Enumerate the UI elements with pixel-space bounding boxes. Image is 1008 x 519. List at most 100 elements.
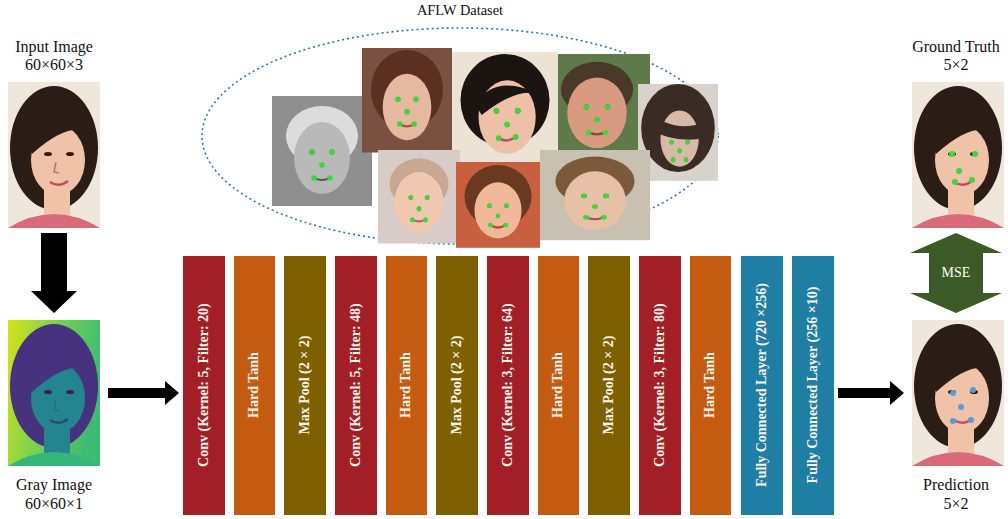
face-photo-part bbox=[383, 74, 432, 141]
input-photo-part bbox=[50, 181, 68, 185]
face-photo-part bbox=[396, 97, 401, 102]
face-photo-part bbox=[412, 121, 417, 127]
tanh-layer: Hard Tanh bbox=[690, 256, 731, 515]
image-node: Input Image 60×60×3 bbox=[4, 38, 104, 228]
gray-photo-part bbox=[8, 320, 100, 466]
dataset-group: AFLW Dataset bbox=[200, 0, 720, 250]
layer-label: Fully Connected Layer (256 ×10) bbox=[805, 263, 821, 508]
face-photo-part bbox=[515, 108, 520, 113]
layer-label: Hard Tanh bbox=[550, 263, 566, 508]
face-photo-part bbox=[475, 86, 539, 115]
face-photo-part bbox=[414, 97, 419, 102]
face-photo-part bbox=[515, 108, 521, 114]
conv-layer: Conv (Kernel: 3, Filter: 80) bbox=[639, 256, 681, 515]
face-photo-part bbox=[294, 122, 350, 194]
gray-photo-part bbox=[44, 390, 52, 394]
image-caption: Prediction 5×2 bbox=[910, 476, 1002, 513]
face-photo-part bbox=[686, 140, 690, 144]
face-photo-part bbox=[474, 182, 521, 238]
gray-photo-part bbox=[50, 419, 68, 423]
face-photo-part bbox=[311, 175, 317, 181]
ground-truth-photo-part bbox=[912, 82, 1004, 228]
face-photo-part bbox=[309, 149, 315, 155]
face-photo-part bbox=[544, 54, 650, 162]
face-photo-part bbox=[603, 194, 609, 198]
prediction-photo bbox=[912, 320, 1004, 466]
prediction-photo-part bbox=[932, 362, 992, 392]
gray-photo-part bbox=[10, 324, 98, 448]
face-photo bbox=[272, 96, 372, 206]
prediction-photo-part bbox=[958, 404, 964, 410]
layer-label: Hard Tanh bbox=[702, 263, 718, 508]
conv-layer: Conv (Kernel: 5, Filter: 20) bbox=[183, 256, 225, 515]
tanh-layer: Hard Tanh bbox=[538, 256, 579, 515]
ground-truth-photo-part bbox=[932, 124, 992, 154]
prediction-photo-part bbox=[970, 387, 976, 393]
face-photo-part bbox=[583, 104, 589, 109]
input-photo-part bbox=[54, 162, 59, 173]
flow-arrow bbox=[31, 233, 77, 313]
face-photo-part bbox=[513, 134, 519, 140]
face-photo-part bbox=[603, 130, 609, 135]
gray-photo bbox=[8, 320, 100, 466]
tanh-layer: Hard Tanh bbox=[234, 256, 275, 515]
layer-label: Max Pool (2 × 2) bbox=[297, 263, 313, 508]
face-photo-part bbox=[504, 204, 508, 208]
face-photo-part bbox=[404, 109, 409, 115]
prediction-photo-part bbox=[914, 324, 1002, 448]
conv-layer: Conv (Kernel: 5, Filter: 48) bbox=[335, 256, 377, 515]
face-photo-part bbox=[362, 48, 452, 153]
image-node: Ground Truth 5×2 bbox=[908, 38, 1004, 228]
gray-photo-part bbox=[28, 362, 88, 392]
face-photo-part bbox=[378, 150, 460, 244]
face-photo-part bbox=[586, 130, 592, 135]
tanh-layer: Hard Tanh bbox=[386, 256, 427, 515]
layer-label: Hard Tanh bbox=[246, 263, 262, 508]
face-photo-part bbox=[605, 104, 611, 109]
ground-truth-photo-part bbox=[970, 152, 978, 156]
face-photo-part bbox=[494, 108, 499, 113]
face-photo-part bbox=[685, 139, 690, 144]
input-photo-part bbox=[8, 214, 100, 228]
fc-layer: Fully Connected Layer (720 ×256) bbox=[741, 256, 783, 515]
ground-truth-photo-part bbox=[914, 86, 1002, 210]
edge-label-holder: MSE bbox=[942, 265, 971, 280]
edge-label: MSE bbox=[942, 265, 971, 280]
layer-label: Hard Tanh bbox=[398, 263, 414, 508]
face-photo-part bbox=[329, 149, 335, 155]
layer-label: Conv (Kernel: 3, Filter: 64) bbox=[500, 263, 516, 508]
face-photo-part bbox=[413, 96, 418, 102]
face-photo-part bbox=[319, 162, 325, 168]
face-photo-part bbox=[423, 217, 428, 222]
face-photo-part bbox=[496, 135, 502, 141]
prediction-photo-part bbox=[912, 320, 1004, 466]
image-node: Gray Image 60×60×1 bbox=[4, 318, 104, 514]
face-photo-part bbox=[417, 206, 422, 211]
face-photo-part bbox=[601, 215, 607, 220]
face-photo-part bbox=[671, 157, 676, 162]
face-photo-part bbox=[581, 194, 587, 198]
flow-arrow bbox=[108, 381, 179, 405]
flow-arrow bbox=[838, 381, 904, 405]
face-photo-part bbox=[584, 104, 589, 109]
face-photo-part bbox=[397, 121, 402, 127]
fc-layer: Fully Connected Layer (256 ×10) bbox=[792, 256, 834, 515]
face-photo-part bbox=[670, 140, 674, 144]
face-photo-part bbox=[605, 104, 610, 109]
face-photo-part bbox=[540, 150, 650, 240]
face-photo-part bbox=[503, 223, 508, 228]
ground-truth-photo-part bbox=[949, 151, 955, 157]
face-photo-part bbox=[641, 84, 715, 172]
pool-layer: Max Pool (2 × 2) bbox=[284, 256, 326, 515]
face-photo-part bbox=[594, 117, 600, 122]
ground-truth-photo bbox=[912, 82, 1004, 228]
face-photo-part bbox=[684, 157, 689, 162]
gray-photo-part bbox=[66, 390, 74, 394]
face-photo-part bbox=[494, 108, 500, 114]
face-photo-part bbox=[487, 203, 492, 208]
face-photo-part bbox=[603, 194, 609, 199]
layer-label: Conv (Kernel: 3, Filter: 80) bbox=[652, 263, 668, 508]
face-photo-part bbox=[646, 110, 710, 139]
layer-label: Conv (Kernel: 5, Filter: 20) bbox=[196, 263, 212, 508]
face-photo bbox=[544, 54, 650, 162]
